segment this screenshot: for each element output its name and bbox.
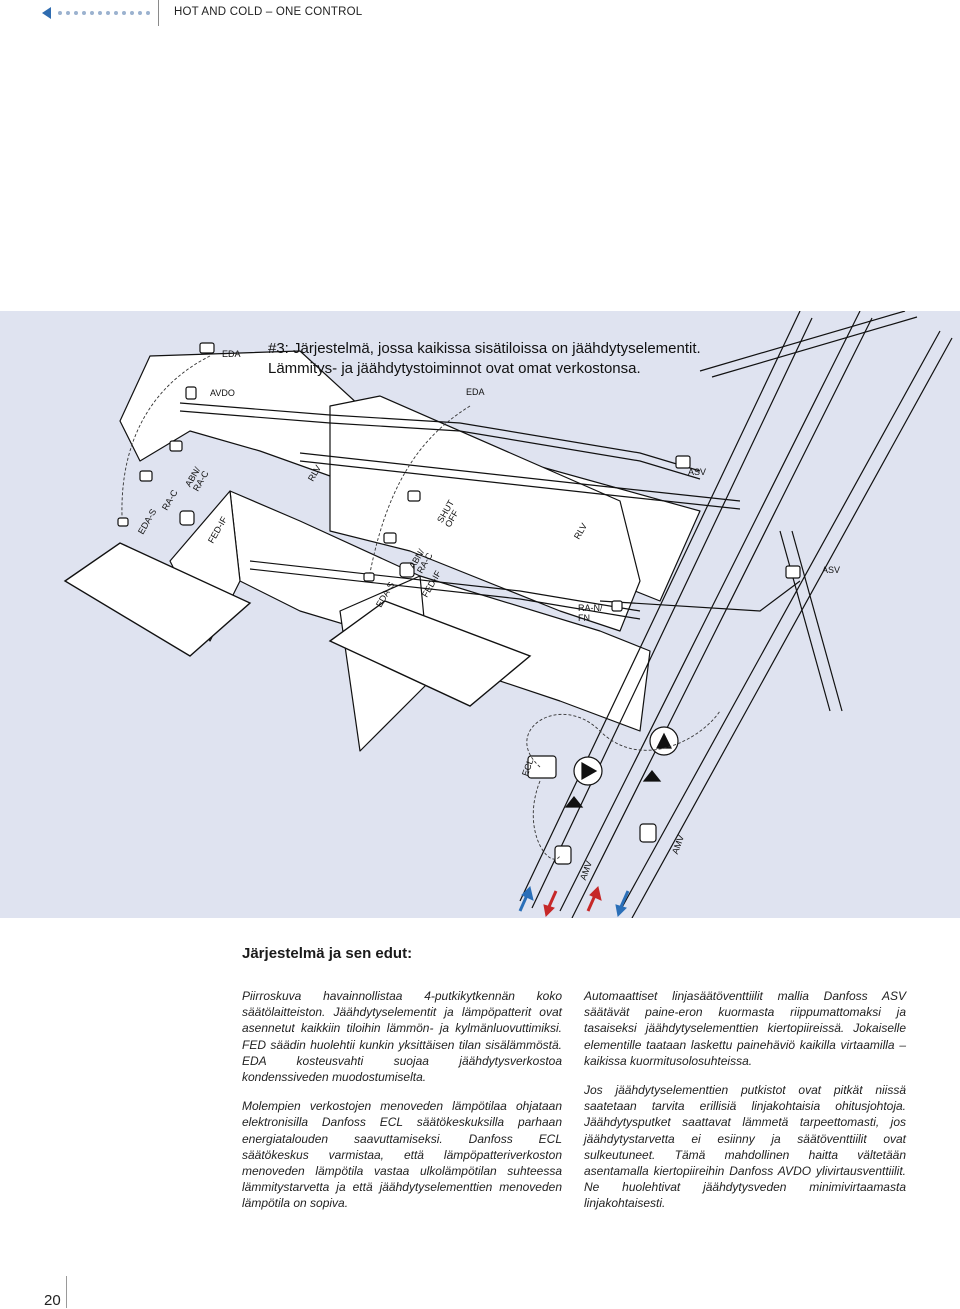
cooling-panel-left — [63, 542, 252, 657]
pump-left-icon — [581, 761, 598, 781]
amv-actuator-right — [639, 823, 657, 843]
control-cable-3 — [121, 355, 211, 517]
system-diagram — [63, 311, 953, 918]
header-divider — [158, 0, 159, 26]
riser-pipe-1 — [699, 311, 906, 372]
page-number: 20 — [44, 1292, 61, 1309]
nav-dot — [89, 11, 94, 15]
figure-caption: #3: Järjestelmä, jossa kaikissa sisätilo… — [268, 339, 701, 379]
distribution-pipe-low-b — [249, 568, 641, 620]
valve-marker-1 — [564, 796, 584, 808]
distribution-pipe-top — [179, 402, 701, 472]
flow-arrow-hot-return — [543, 890, 558, 918]
abn-valve-left — [169, 440, 183, 452]
control-cable-2 — [532, 780, 561, 860]
nav-dot — [81, 11, 86, 15]
label-eda-top: EDA — [222, 349, 241, 359]
eda-s-sensor-left — [117, 517, 129, 527]
right-paragraph-1: Automaattiset linjasäätöventtiilit malli… — [584, 989, 906, 1068]
riser-pipe-4 — [619, 330, 941, 912]
cooling-panel-center — [328, 600, 532, 707]
page-navigation — [42, 6, 151, 20]
figure-caption-line2: Lämmitys- ja jäähdytystoiminnot ovat oma… — [268, 360, 641, 377]
flow-arrow-cold-supply — [518, 886, 534, 912]
flow-arrow-hot-supply — [586, 886, 602, 912]
avdo-valve — [185, 386, 197, 400]
left-paragraph-1: Piirroskuva havainnollistaa 4-putkikytke… — [242, 989, 562, 1085]
figure-caption-line1: #3: Järjestelmä, jossa kaikissa sisätilo… — [268, 340, 701, 357]
control-cable-1 — [526, 710, 721, 768]
riser-pipe-2 — [519, 311, 801, 902]
left-paragraph-2: Molempien verkostojen menoveden lämpötil… — [242, 1099, 562, 1211]
distribution-pipe-low — [249, 560, 641, 612]
riser-pipe-5 — [779, 530, 831, 712]
abn-valve-center — [407, 490, 421, 502]
label-ra-n-fn-line1: RA-N/ — [578, 603, 603, 613]
riser-pipe-3b — [571, 317, 873, 918]
right-column: Automaattiset linjasäätöventtiilit malli… — [584, 988, 906, 1225]
valve-marker-2 — [642, 770, 662, 782]
riser-pipe-2b — [531, 317, 813, 909]
nav-dot — [137, 11, 142, 15]
nav-dot — [65, 11, 70, 15]
header-title: HOT AND COLD – ONE CONTROL — [174, 6, 363, 18]
distribution-pipe-mid — [299, 452, 741, 502]
label-avdo: AVDO — [210, 388, 235, 398]
flow-arrow-cold-return — [615, 890, 630, 918]
riser-pipe-4b — [631, 337, 953, 918]
label-ra-n-fn-line2: FN — [578, 613, 590, 623]
nav-dot — [105, 11, 110, 15]
label-eda-center: EDA — [466, 387, 485, 397]
label-asv-right: ASV — [822, 565, 841, 575]
nav-dot — [121, 11, 126, 15]
nav-dot — [113, 11, 118, 15]
distribution-pipe-mid-b — [299, 460, 741, 510]
ra-n-fn-valve — [611, 600, 623, 612]
nav-dot — [73, 11, 78, 15]
riser-pipe-1b — [711, 316, 918, 378]
ra-c-valve-center — [383, 532, 397, 544]
amv-actuator-left — [554, 845, 572, 865]
nav-dot — [145, 11, 150, 15]
ra-c-valve-left — [139, 470, 153, 482]
right-paragraph-2: Jos jäähdytyselementtien putkistot ovat … — [584, 1083, 906, 1211]
label-asv-top: ASV — [688, 467, 707, 477]
eda-sensor-top — [199, 342, 215, 354]
nav-dot — [97, 11, 102, 15]
nav-dot — [129, 11, 134, 15]
riser-pipe-5b — [791, 530, 843, 712]
fed-if-thermostat-left — [179, 510, 195, 526]
asv-valve-top — [675, 455, 691, 469]
back-arrow-icon[interactable] — [42, 7, 51, 19]
nav-dot — [57, 11, 62, 15]
eda-s-sensor-center — [363, 572, 375, 582]
distribution-pipe-top-b — [179, 410, 701, 480]
left-column: Piirroskuva havainnollistaa 4-putkikytke… — [242, 988, 562, 1225]
section-heading: Järjestelmä ja sen edut: — [242, 945, 413, 962]
asv-valve-right — [785, 565, 801, 579]
riser-pipe-3 — [559, 311, 861, 912]
footer-divider — [66, 1276, 67, 1308]
fed-if-thermostat-center — [399, 562, 415, 578]
return-pipe — [599, 580, 801, 612]
control-cable-4 — [369, 405, 471, 574]
